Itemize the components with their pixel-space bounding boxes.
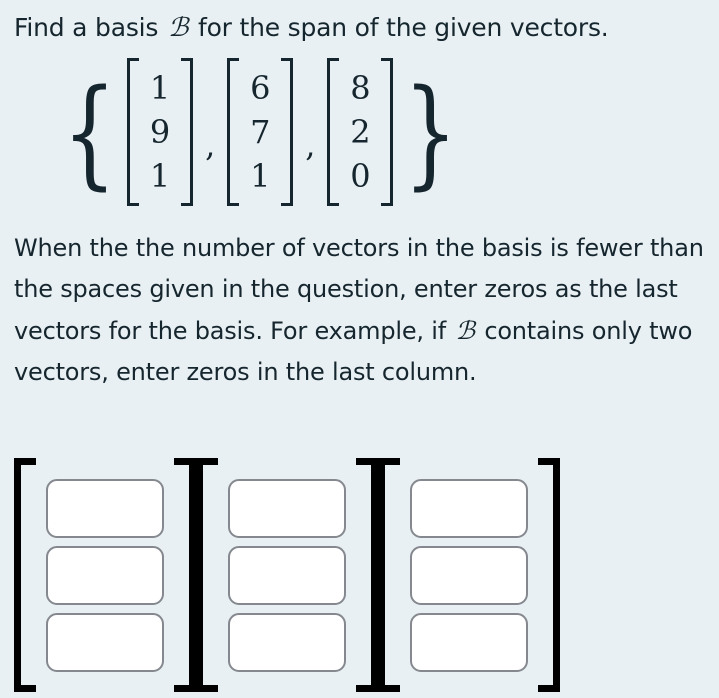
answer-bracket-right [356,458,378,692]
answer-input-r1c1[interactable] [46,478,164,538]
answer-input-area [14,458,560,692]
vector-entry: 0 [350,157,371,195]
answer-input-r2c3[interactable] [410,545,528,605]
answer-input-r1c3[interactable] [410,478,528,538]
basis-symbol: ℬ [167,13,189,43]
page-title: Find a basis ℬ for the span of the given… [14,12,609,44]
vector-entry: 7 [250,113,271,151]
vector-separator: , [205,126,216,164]
vector-entries: 6 7 1 [239,58,281,206]
matrix-bracket-left [127,58,140,206]
vector-entry: 8 [350,69,371,107]
matrix-bracket-right [381,58,394,206]
answer-column-3 [400,458,538,692]
matrix-bracket-right [181,58,194,206]
vector-entry: 2 [350,113,371,151]
instruction-part-1: When the the number of vectors in the ba… [14,234,704,345]
vector-entry: 1 [250,157,271,195]
answer-bracket-right [538,458,560,692]
given-vector-3: 8 2 0 [327,58,394,206]
answer-column-2 [218,458,356,692]
vector-entry: 1 [149,69,171,107]
instruction-text: When the the number of vectors in the ba… [14,228,709,393]
answer-vector-2 [196,458,378,692]
vector-entries: 1 9 1 [139,58,181,206]
answer-bracket-left [378,458,400,692]
vector-entry: 1 [149,157,171,195]
given-vector-1: 1 9 1 [127,58,194,206]
given-vector-2: 6 7 1 [227,58,294,206]
set-open-brace: { [62,62,117,201]
answer-vector-3 [378,458,560,692]
answer-column-1 [36,458,174,692]
answer-input-r2c1[interactable] [46,545,164,605]
answer-bracket-left [14,458,36,692]
answer-input-r3c3[interactable] [410,612,528,672]
vector-separator: , [305,126,316,164]
answer-input-r3c2[interactable] [228,612,346,672]
matrix-bracket-right [281,58,294,206]
answer-bracket-left [196,458,218,692]
answer-input-r2c2[interactable] [228,545,346,605]
matrix-bracket-left [327,58,340,206]
vector-entries: 8 2 0 [339,58,381,206]
prompt-suffix: for the span of the given vectors. [190,13,609,42]
basis-symbol: ℬ [455,316,475,345]
vector-entry: 9 [149,113,171,151]
answer-input-r1c2[interactable] [228,478,346,538]
instruction-part-2: contains only two vectors, enter zeros i… [14,317,693,386]
prompt-prefix: Find a basis [14,13,166,42]
vector-entry: 6 [250,69,271,107]
set-close-brace: } [403,62,458,201]
answer-input-r3c1[interactable] [46,612,164,672]
answer-vector-1 [14,458,196,692]
matrix-bracket-left [227,58,240,206]
answer-bracket-right [174,458,196,692]
given-vector-set: { 1 9 1 , 6 7 1 , 8 2 0 } [52,58,469,206]
